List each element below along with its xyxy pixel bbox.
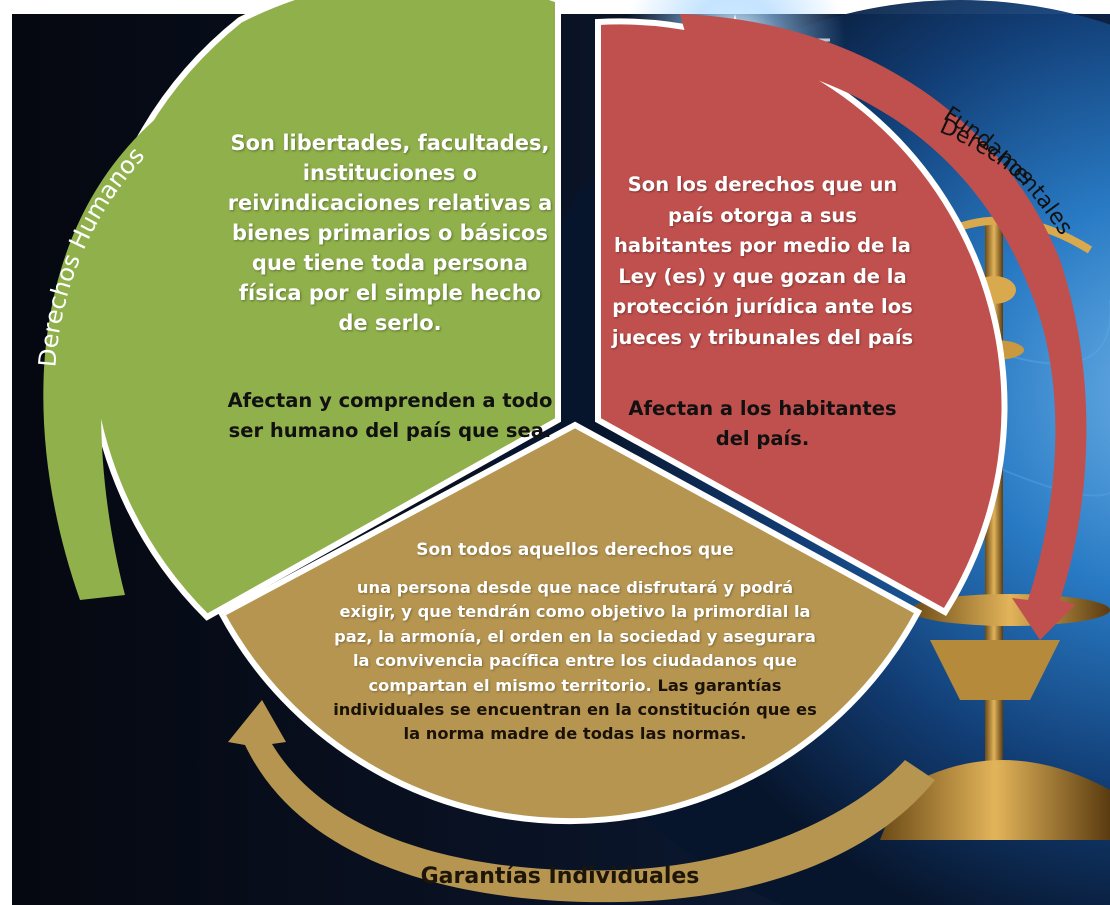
- arrow-fundamental-rights: [680, 14, 1087, 640]
- individual-guarantees-body: una persona desde que nace disfrutará y …: [334, 578, 816, 695]
- arrow-individual-guarantees: [228, 700, 935, 903]
- individual-guarantees-note: Las garantías individuales se encuentran…: [333, 675, 817, 744]
- label-individual-guarantees: Garantías Individuales: [420, 864, 700, 889]
- individual-guarantees-intro: Son todos aquellos derechos que: [416, 540, 734, 560]
- human-rights-description: Son libertades, facultades, institucione…: [227, 131, 553, 335]
- curved-arrows: [43, 8, 1087, 903]
- arrow-human-rights: [43, 8, 470, 600]
- section-individual-guarantees: [217, 421, 923, 825]
- individual-guarantees-description: una persona desde que nace disfrutará y …: [330, 576, 820, 747]
- human-rights-note: Afectan y comprenden a todo ser humano d…: [227, 389, 553, 442]
- pie-chart: [85, 0, 1008, 825]
- fundamental-rights-description: Son los derechos que un país otorga a su…: [611, 173, 914, 349]
- fundamental-rights-note: Afectan a los habitantes del país.: [628, 397, 897, 450]
